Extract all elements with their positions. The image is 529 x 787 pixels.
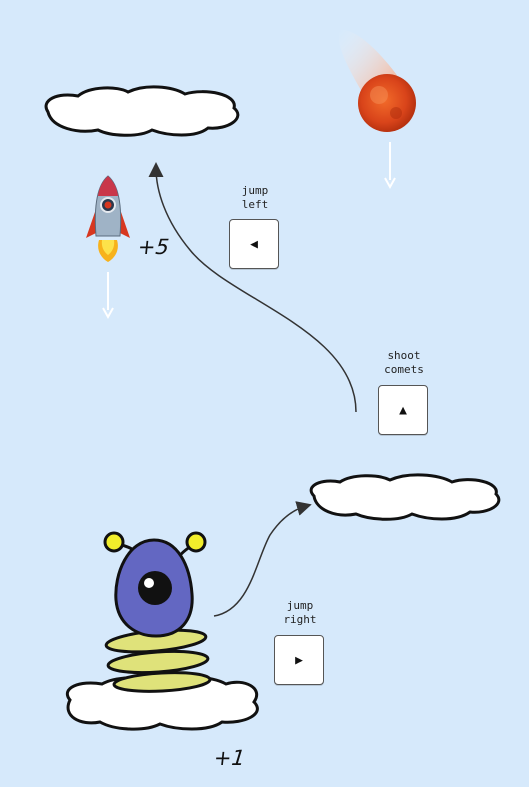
jump-right-button[interactable]: ▶ bbox=[274, 635, 324, 685]
cloud-top-left bbox=[44, 85, 240, 137]
jump-left-label: jump left bbox=[241, 184, 269, 211]
jump-left-button[interactable]: ◀ bbox=[229, 219, 279, 269]
comet-icon bbox=[338, 29, 416, 132]
shoot-comets-button[interactable]: ▲ bbox=[378, 385, 428, 435]
arrow-left-icon: ◀ bbox=[250, 236, 258, 252]
rocket-bonus-score: +5 bbox=[136, 235, 171, 259]
shoot-comets-label: shoot comets bbox=[384, 349, 424, 376]
comet-fall-arrow bbox=[384, 142, 396, 190]
arrow-up-icon: ▲ bbox=[399, 402, 407, 418]
jump-left-trajectory bbox=[148, 162, 357, 413]
rocket-fall-arrow bbox=[102, 272, 114, 320]
rocket-icon bbox=[86, 175, 130, 262]
jump-right-label: jump right bbox=[283, 599, 317, 626]
arrow-right-icon: ▶ bbox=[295, 652, 303, 668]
alien-icon bbox=[103, 531, 212, 693]
jump-right-trajectory bbox=[213, 501, 312, 617]
cloud-right bbox=[309, 473, 501, 521]
cloud-bonus-score: +1 bbox=[212, 746, 247, 770]
